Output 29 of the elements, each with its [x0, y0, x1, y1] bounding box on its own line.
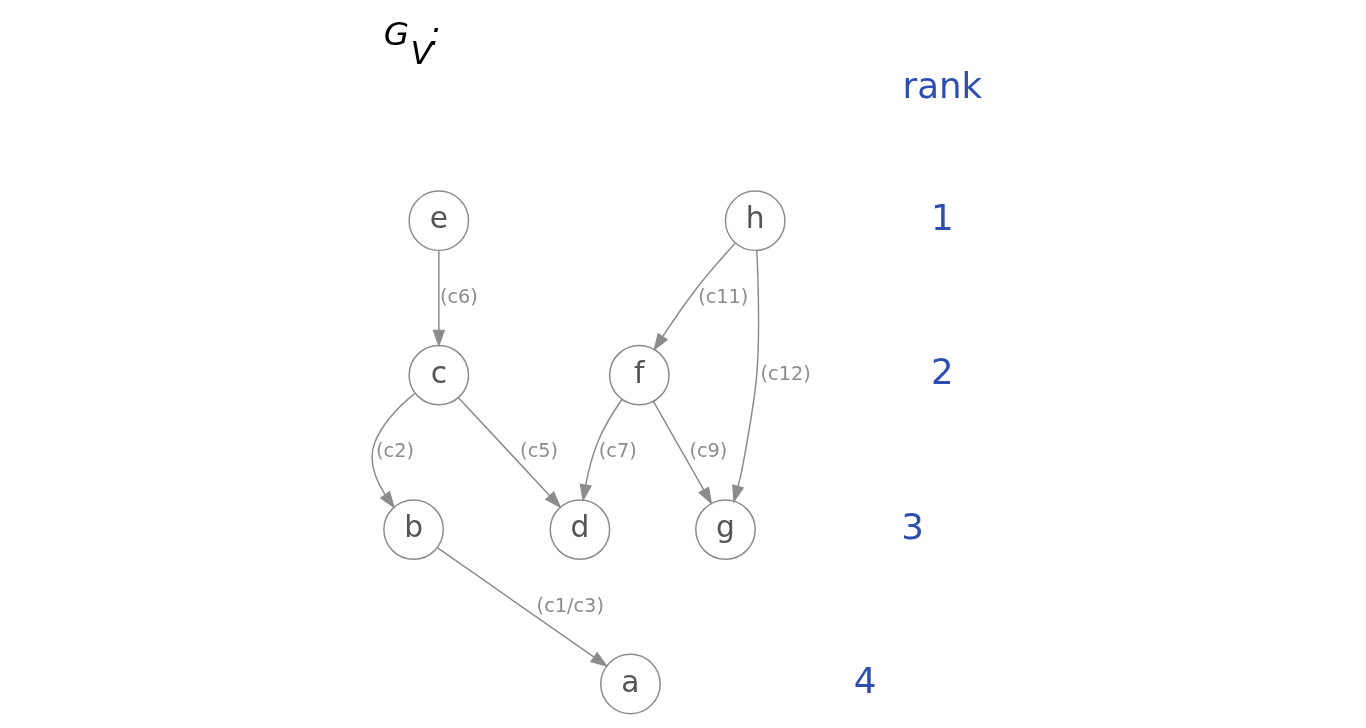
arrow — [370, 392, 415, 509]
arrow — [432, 249, 445, 348]
node-circle: h — [724, 190, 786, 252]
arrow — [436, 547, 608, 667]
arrow — [579, 398, 622, 503]
node-circle: a — [599, 653, 661, 715]
edge-label: (c11) — [697, 284, 748, 308]
edge-label: (c6) — [439, 284, 478, 308]
label: 2 — [930, 351, 954, 393]
edge-label: (c12) — [760, 362, 811, 386]
node-circle: e — [407, 190, 469, 252]
node-circle: b — [382, 499, 444, 561]
label: 3 — [900, 505, 924, 547]
node-circle: d — [549, 499, 610, 561]
arrow — [652, 242, 736, 352]
edge-label: (c2) — [375, 439, 414, 463]
node-circle: c — [407, 344, 469, 406]
label: 1 — [930, 196, 954, 238]
node-circle: f — [608, 344, 670, 406]
edge-label: (c7) — [598, 439, 637, 463]
edge-label: (c5) — [519, 439, 558, 463]
arrow — [457, 396, 562, 509]
arrow — [731, 250, 759, 504]
edge-label: (c1/c3) — [536, 593, 604, 617]
label: rank — [901, 64, 982, 106]
node-circle: g — [694, 499, 756, 561]
edge-label: (c9) — [688, 439, 727, 463]
label: 4 — [853, 660, 876, 702]
arrow — [652, 400, 712, 505]
